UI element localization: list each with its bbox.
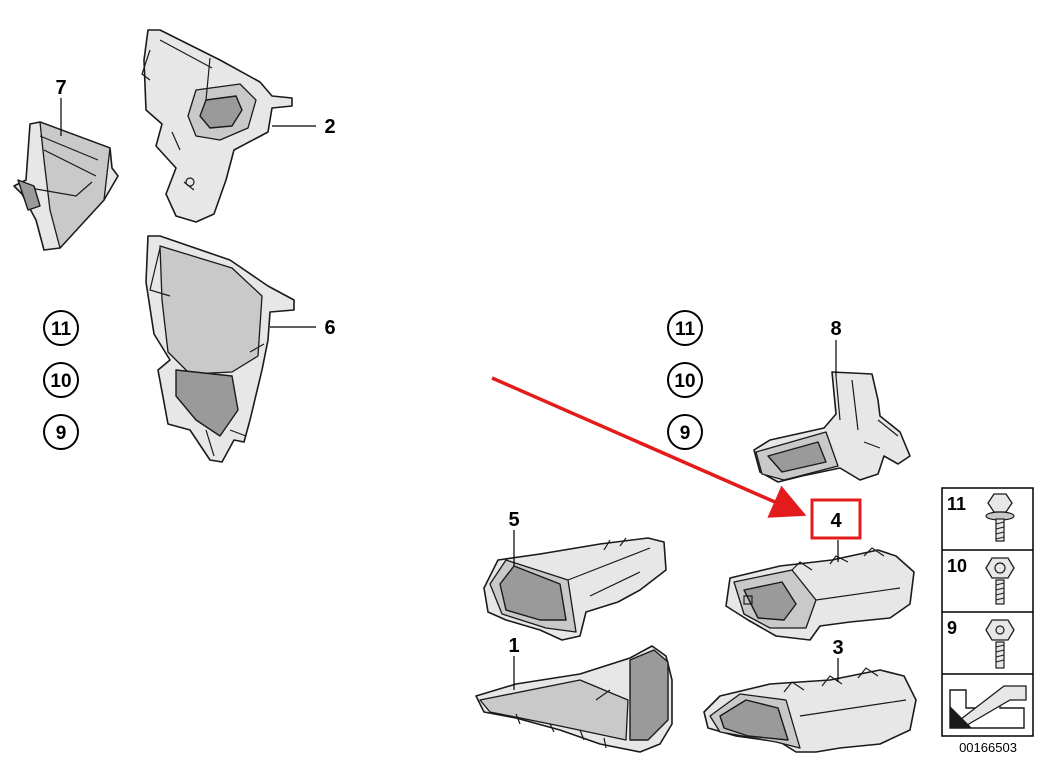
circled-9-right-label: 9 bbox=[680, 423, 691, 444]
circled-11-left-label: 11 bbox=[51, 319, 72, 340]
circled-11-right-label: 11 bbox=[675, 319, 696, 340]
circled-9-right: 9 bbox=[667, 414, 703, 450]
panel-label-10: 10 bbox=[947, 556, 967, 576]
diagram-code: 00166503 bbox=[959, 740, 1017, 755]
circled-9-left-label: 9 bbox=[56, 423, 67, 444]
panel-label-9: 9 bbox=[947, 618, 957, 638]
circled-10-left-label: 10 bbox=[50, 371, 71, 392]
callout-8: 8 bbox=[830, 318, 841, 340]
circled-9-left: 9 bbox=[43, 414, 79, 450]
callout-4: 4 bbox=[830, 510, 842, 532]
callout-2: 2 bbox=[324, 116, 335, 138]
part-3-drawing bbox=[703, 667, 917, 753]
part-2-drawing bbox=[141, 29, 293, 223]
screw-9-icon bbox=[985, 619, 1015, 669]
callout-7: 7 bbox=[55, 77, 66, 99]
direction-arrow-icon bbox=[949, 685, 1027, 729]
panel-label-11: 11 bbox=[947, 494, 966, 514]
part-7-drawing bbox=[13, 121, 119, 251]
callout-3: 3 bbox=[832, 637, 843, 659]
fastener-panel: 11 10 9 bbox=[941, 487, 1034, 737]
pointer-arrow bbox=[491, 376, 807, 518]
highlight-box bbox=[810, 498, 862, 540]
circled-11-right: 11 bbox=[667, 310, 703, 346]
callout-5: 5 bbox=[508, 509, 519, 531]
screw-11-icon bbox=[985, 493, 1015, 542]
circled-10-left: 10 bbox=[43, 362, 79, 398]
callout-6: 6 bbox=[324, 317, 335, 339]
part-1-drawing bbox=[475, 645, 673, 753]
callout-1: 1 bbox=[508, 635, 519, 657]
part-6-drawing bbox=[145, 235, 295, 463]
circled-11-left: 11 bbox=[43, 310, 79, 346]
part-4-drawing bbox=[725, 547, 915, 641]
circled-10-right: 10 bbox=[667, 362, 703, 398]
circled-10-right-label: 10 bbox=[674, 371, 695, 392]
part-8-drawing bbox=[753, 371, 911, 483]
screw-10-icon bbox=[985, 557, 1015, 605]
part-5-drawing bbox=[483, 537, 667, 641]
